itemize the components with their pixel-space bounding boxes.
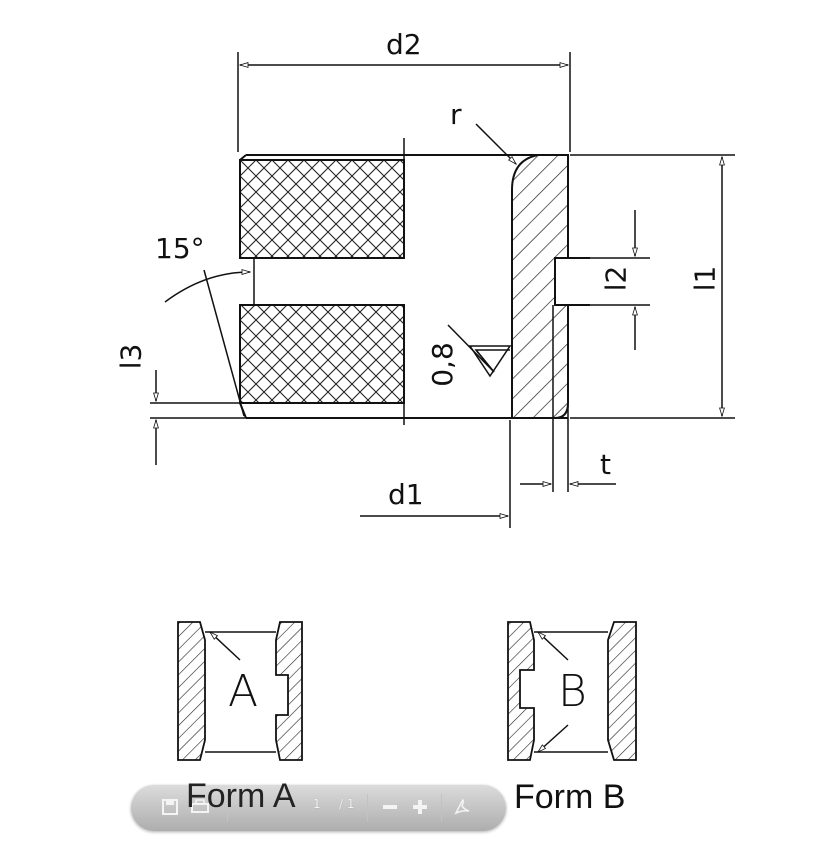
dim-l1: l1 (688, 265, 722, 292)
hatched-wall (511, 154, 569, 419)
dim-l3: l3 (114, 343, 148, 370)
dim-r: r (450, 98, 462, 131)
dim-roughness: 0,8 (425, 342, 459, 387)
form-b-letter: B (558, 666, 587, 717)
form-a-caption: Form A (186, 777, 296, 815)
toolbar-divider (227, 794, 228, 822)
dim-angle: 15° (155, 232, 205, 265)
knurl-lower (239, 304, 405, 404)
page-total: / 1 (339, 797, 355, 811)
dim-d2: d2 (386, 28, 422, 61)
form-a-letter: A (228, 666, 259, 717)
pdf-toolbar: Form A 1 / 1 (131, 777, 506, 831)
dim-d1: d1 (388, 478, 424, 511)
knurl-upper (239, 159, 405, 259)
body-outline (239, 154, 568, 419)
acrobat-icon[interactable] (451, 796, 473, 818)
form-b-caption: Form B (514, 778, 626, 816)
zoom-in-icon[interactable] (409, 796, 431, 818)
dim-t: t (600, 448, 611, 481)
form-a-section (177, 621, 303, 761)
page-current[interactable]: 1 (313, 797, 321, 811)
print-icon[interactable] (189, 796, 211, 818)
save-icon[interactable] (159, 796, 181, 818)
zoom-out-icon[interactable] (379, 796, 401, 818)
dim-l2: l2 (599, 265, 633, 292)
form-b-section (507, 621, 637, 761)
toolbar-divider (441, 794, 442, 822)
toolbar-divider (367, 794, 368, 822)
